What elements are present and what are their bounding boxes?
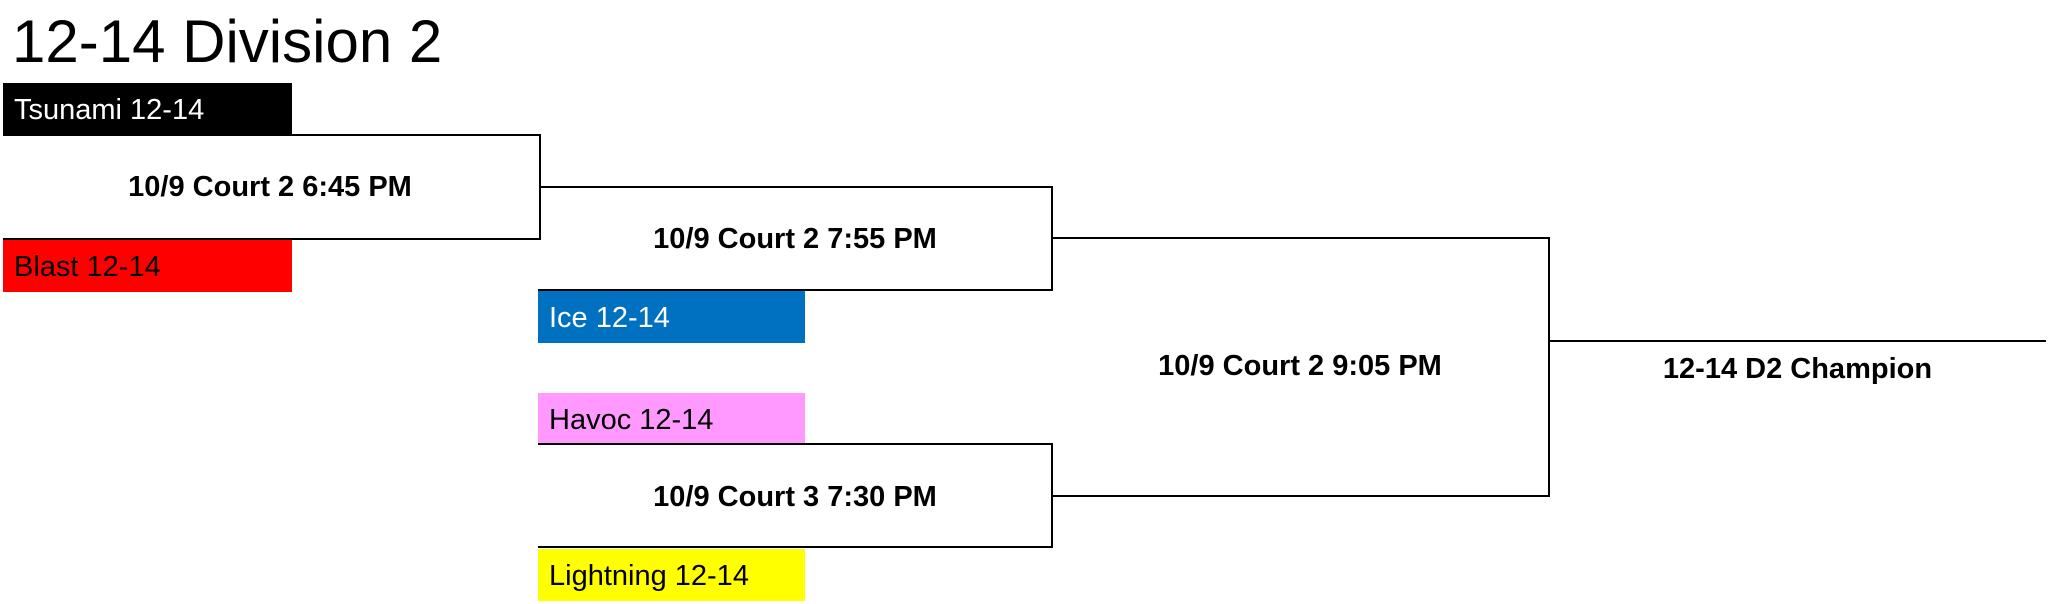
- bracket-line-round1-bottom: [3, 238, 541, 240]
- bracket-line-round1-top: [3, 134, 541, 136]
- champion-label: 12-14 D2 Champion: [1662, 353, 1933, 385]
- team-lightning: Lightning 12-14: [538, 549, 805, 601]
- champion-line: [1549, 340, 2046, 342]
- team-ice: Ice 12-14: [538, 291, 805, 343]
- game-semifinal-top-label: 10/9 Court 2 7:55 PM: [653, 223, 937, 255]
- bracket-line-semi-top-top: [540, 186, 1053, 188]
- bracket-line-final-top: [1052, 237, 1550, 239]
- team-havoc: Havoc 12-14: [538, 393, 805, 445]
- team-blast: Blast 12-14: [3, 240, 292, 292]
- bracket-line-final-bottom: [1052, 495, 1550, 497]
- bracket-line-semi-bottom-bottom: [538, 546, 1053, 548]
- team-tsunami: Tsunami 12-14: [3, 83, 292, 135]
- bracket-line-semi-bottom-top: [538, 443, 1053, 445]
- page-title: 12-14 Division 2: [12, 8, 443, 75]
- game-round1-label: 10/9 Court 2 6:45 PM: [128, 171, 412, 203]
- game-semifinal-bottom-label: 10/9 Court 3 7:30 PM: [653, 481, 937, 513]
- game-final-label: 10/9 Court 2 9:05 PM: [1158, 350, 1442, 382]
- bracket-line-semi-top-bottom: [538, 289, 1053, 291]
- bracket-line-final-vertical: [1548, 237, 1550, 497]
